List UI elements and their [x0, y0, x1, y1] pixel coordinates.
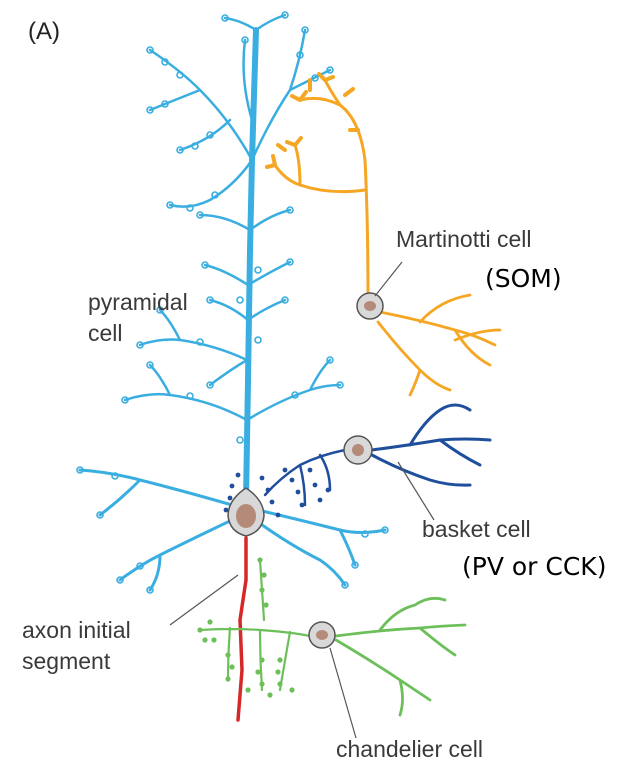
basket-cell: [223, 403, 492, 518]
chandelier-cell: [197, 557, 467, 717]
basket-cell-label: basket cell: [422, 516, 531, 542]
martinotti-nucleus: [364, 301, 376, 311]
oblique-dendrites: [123, 260, 342, 422]
basket-dendrites: [370, 403, 492, 487]
axon-initial-segment: [236, 536, 248, 722]
basket-nucleus: [352, 444, 364, 456]
leader-chandelier: [329, 647, 357, 739]
basket-boutons: [223, 467, 331, 518]
pyramidal-cell-label-line2: cell: [88, 320, 123, 346]
leader-martinotti: [374, 261, 403, 297]
chandelier-axon: [198, 558, 312, 692]
martinotti-cell: [265, 72, 502, 397]
basal-dendrites: [78, 468, 387, 592]
som-marker-label: (SOM): [485, 264, 562, 293]
axon-initial-segment-label: axon initial: [22, 617, 131, 643]
pyramidal-soma: [227, 487, 265, 537]
chandelier-cartridges: [197, 557, 295, 698]
pv-cck-marker-label: (PV or CCK): [462, 552, 607, 581]
leader-lines: [169, 261, 435, 739]
chandelier-dendrites: [334, 596, 467, 717]
chandelier-cell-label: chandelier cell: [336, 736, 484, 762]
pyramidal-cell-label: pyramidal: [88, 289, 188, 315]
leader-basket: [397, 461, 435, 521]
chandelier-nucleus: [316, 630, 328, 640]
apical-tuft: [148, 13, 332, 232]
martinotti-boutons: [265, 72, 360, 169]
pyramidal-nucleus: [236, 504, 256, 528]
dendritic-spines: [76, 11, 389, 594]
basket-axon: [263, 448, 347, 507]
pyramidal-cell: [76, 11, 389, 594]
martinotti-axon: [273, 78, 370, 300]
martinotti-dendrites: [376, 293, 502, 397]
martinotti-cell-label: Martinotti cell: [396, 226, 532, 252]
leader-axon: [169, 574, 239, 626]
axon-initial-segment-label-line2: segment: [22, 648, 111, 674]
panel-label: (A): [28, 18, 60, 45]
